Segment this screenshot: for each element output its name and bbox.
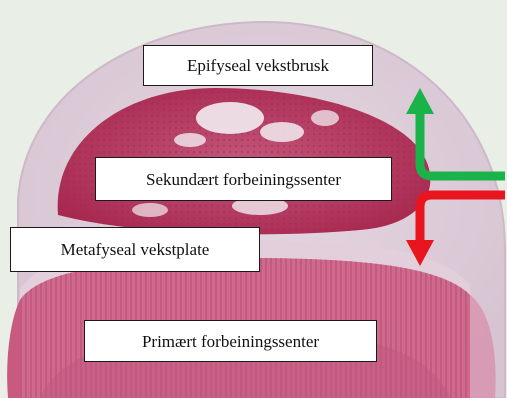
label-metaphyseal-growth-plate: Metafyseal vekstplate <box>10 227 260 272</box>
label-primary-ossification-center: Primært forbeiningssenter <box>84 320 377 362</box>
label-epiphyseal-cartilage: Epifyseal vekstbrusk <box>143 45 373 86</box>
label-secondary-ossification-center: Sekundært forbeiningssenter <box>95 157 392 201</box>
